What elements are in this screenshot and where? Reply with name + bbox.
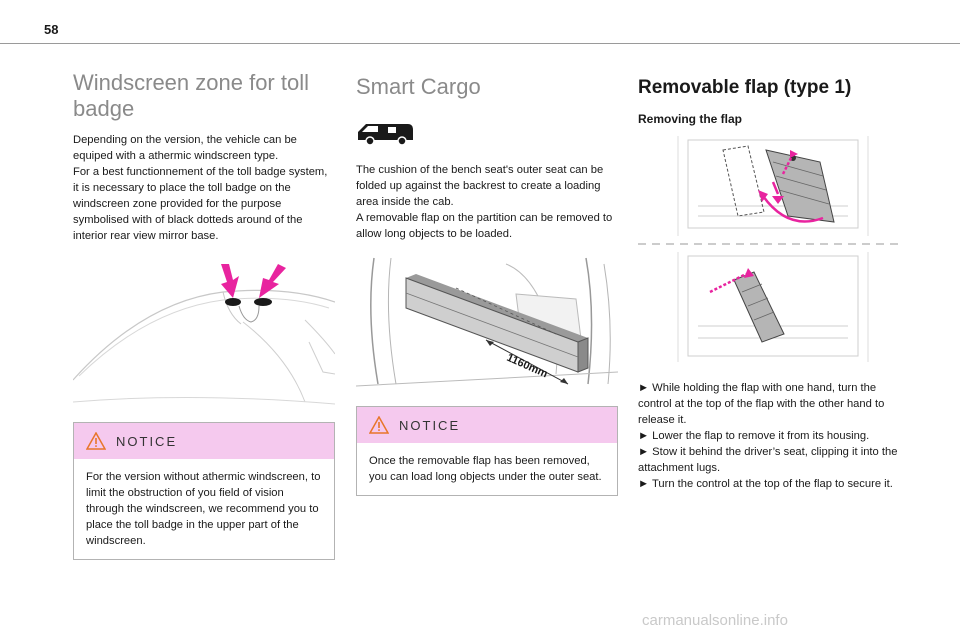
smart-cargo-text: The cushion of the bench seat's outer se… (356, 162, 618, 242)
flap-removal-illustration (638, 136, 900, 366)
subsection-title: Removing the flap (638, 112, 743, 126)
step-item: ► Turn the control at the top of the fla… (638, 478, 893, 490)
section-title-smart-cargo: Smart Cargo (356, 74, 481, 99)
van-icon (356, 118, 618, 148)
page-number: 58 (44, 22, 59, 37)
section-title-toll-badge: Windscreen zone for toll badge (73, 70, 309, 121)
warning-icon (86, 432, 106, 450)
step-item: ► Stow it behind the driver’s seat, clip… (638, 446, 898, 474)
notice-text: For the version without athermic windscr… (86, 471, 321, 547)
flap-removal-steps: ► While holding the flap with one hand, … (638, 380, 900, 492)
toll-badge-text: Depending on the version, the vehicle ca… (73, 132, 335, 244)
notice-title: NOTICE (116, 433, 178, 449)
column-removable-flap: Removable flap (type 1) Removing the fla… (638, 70, 900, 492)
column-smart-cargo: Smart Cargo The cushion of the bench sea… (355, 70, 619, 496)
section-title-removable-flap: Removable flap (type 1) (638, 77, 852, 98)
paragraph: The cushion of the bench seat's outer se… (356, 164, 604, 208)
notice-box-smart-cargo: NOTICE Once the removable flap has been … (356, 406, 618, 496)
step-item: ► Lower the flap to remove it from its h… (638, 430, 870, 442)
watermark: carmanualsonline.info (642, 612, 788, 629)
notice-box-toll-badge: NOTICE For the version without athermic … (73, 422, 335, 560)
paragraph: Depending on the version, the vehicle ca… (73, 134, 297, 162)
paragraph: A removable flap on the partition can be… (356, 212, 613, 240)
paragraph: For a best functionnement of the toll ba… (73, 166, 328, 242)
notice-title: NOTICE (399, 417, 461, 433)
column-toll-badge: Windscreen zone for toll badge Depending… (72, 70, 336, 560)
header-divider (0, 43, 960, 44)
windscreen-illustration (72, 262, 336, 412)
warning-icon (369, 416, 389, 434)
notice-text: Once the removable flap has been removed… (369, 455, 602, 483)
cargo-loading-illustration: 1160mm (355, 254, 619, 394)
notice-header: NOTICE (357, 407, 617, 443)
notice-header: NOTICE (74, 423, 334, 459)
step-item: ► While holding the flap with one hand, … (638, 382, 885, 426)
